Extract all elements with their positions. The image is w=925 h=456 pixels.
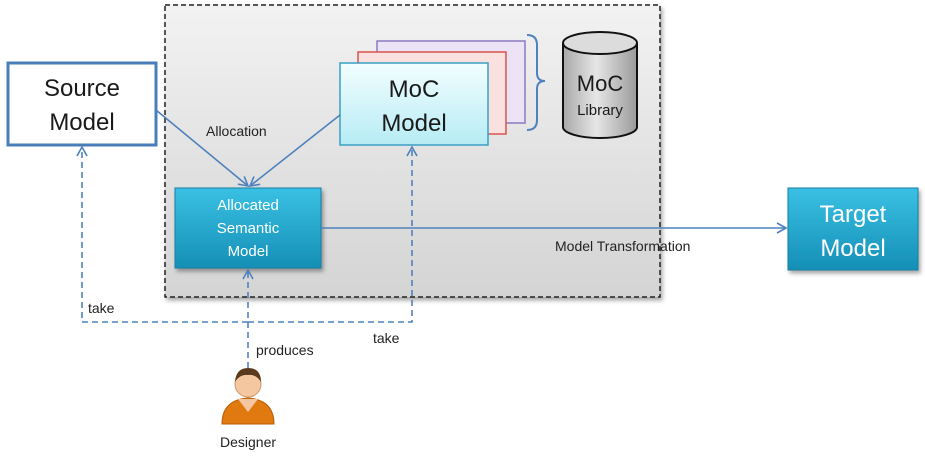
allocation-label: Allocation	[206, 123, 267, 139]
library-brace	[526, 34, 546, 131]
allocated-semantic-model-box: Allocated Semantic Model	[174, 187, 322, 269]
take-label-right: take	[373, 330, 400, 346]
person-icon	[221, 368, 275, 425]
moc-library-line2: Library	[577, 102, 623, 119]
take-arrow-source	[76, 145, 248, 323]
take-label-left: take	[88, 300, 115, 316]
allocated-model-line3: Model	[228, 243, 269, 260]
take-arrow-moc	[248, 145, 418, 323]
source-model-line1: Source	[44, 75, 120, 102]
produces-label: produces	[256, 342, 314, 358]
moc-library-line1: MoC	[577, 71, 624, 96]
designer-label: Designer	[220, 434, 276, 450]
moc-library-cylinder: MoC Library	[562, 31, 638, 139]
allocation-arrow-from-source	[155, 109, 250, 188]
database-cylinder-icon	[562, 43, 638, 139]
moc-model-line2: Model	[381, 110, 446, 137]
target-model-line1: Target	[820, 201, 887, 228]
moc-model-box: MoC Model	[339, 62, 489, 146]
moc-model-line1: MoC	[389, 76, 440, 103]
target-model-line2: Model	[820, 235, 885, 262]
source-model-box: Source Model	[6, 61, 158, 147]
allocation-arrow-from-moc	[248, 114, 341, 188]
allocated-model-line1: Allocated	[217, 197, 279, 214]
source-model-line2: Model	[49, 109, 114, 136]
allocated-model-line2: Semantic	[217, 220, 280, 237]
model-transformation-label: Model Transformation	[555, 238, 690, 254]
target-model-box: Target Model	[787, 187, 919, 271]
